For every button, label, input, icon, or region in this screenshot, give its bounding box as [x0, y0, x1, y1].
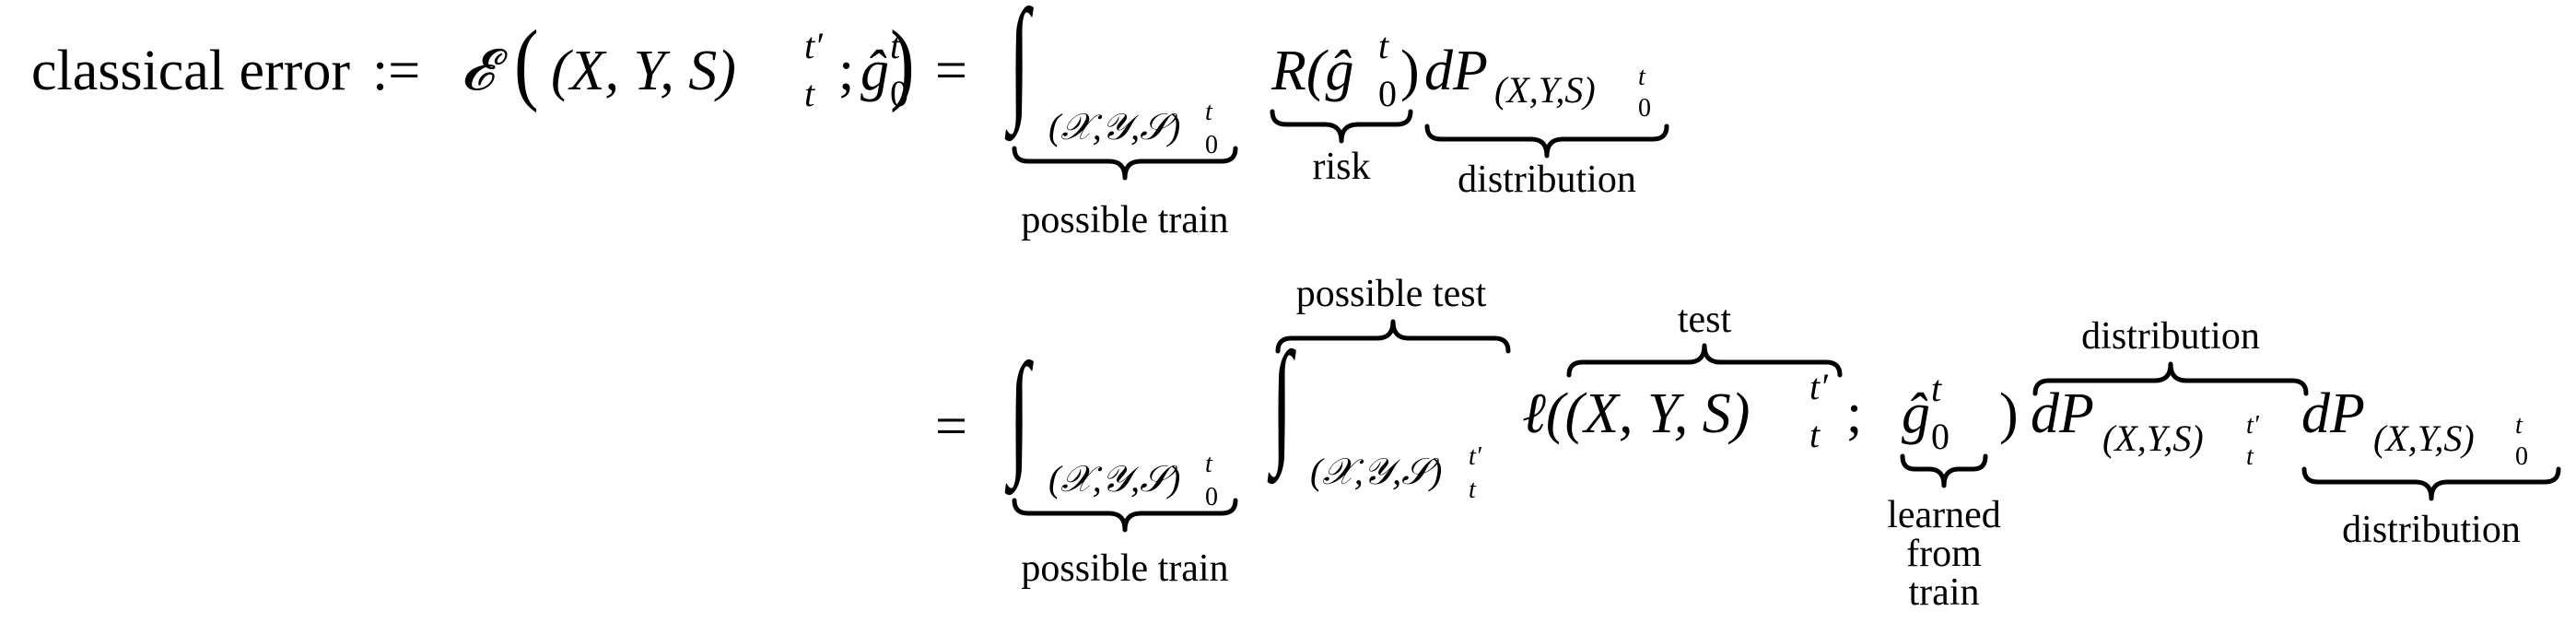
- equals-sign-2: =: [935, 395, 967, 458]
- integral-sign-1: ∫: [1009, 0, 1030, 135]
- label-from: from: [1906, 533, 1982, 575]
- label-possible-train-1: possible train: [1021, 199, 1229, 241]
- tuple-superscript: t′: [804, 25, 823, 66]
- loss-close-paren: ): [1999, 382, 2019, 445]
- error-symbol: 𝓔: [461, 40, 494, 102]
- g-hat-subscript: 0: [890, 73, 908, 114]
- risk-superscript: t: [1378, 25, 1389, 66]
- measure-dp-train-subsub-high: t: [2515, 411, 2523, 440]
- measure-dp-train: dP: [2301, 382, 2365, 445]
- equals-sign-1: =: [935, 40, 967, 102]
- integral-inner-domain-sup: t′: [1469, 442, 1481, 471]
- big-right-paren: ): [890, 11, 915, 113]
- underbrace-learned-from-train: [1900, 453, 1988, 488]
- risk-close-paren: ): [1400, 40, 1420, 102]
- integral-outer-domain-sup: t: [1205, 450, 1212, 478]
- g-hat-2-subscript: 0: [1931, 416, 1950, 457]
- integral-domain-1-sub: 0: [1205, 131, 1218, 159]
- g-hat-superscript: t: [890, 25, 901, 66]
- loss-superscript: t′: [1809, 366, 1828, 407]
- overbrace-distribution: [2032, 361, 2309, 396]
- integral-inner-domain-sub: t: [1469, 476, 1476, 504]
- risk-subscript: 0: [1378, 73, 1397, 114]
- g-hat-2-superscript: t: [1931, 368, 1942, 409]
- label-train: train: [1908, 571, 1980, 614]
- measure-dp-test-subsub-low: t: [2246, 442, 2254, 471]
- measure-dp-1-subsub-low: 0: [1638, 94, 1651, 123]
- integral-domain-1: (𝒳,𝒴,𝒮): [1048, 106, 1181, 147]
- measure-dp-test-sub: (X,Y,S): [2102, 417, 2204, 459]
- label-distribution-over: distribution: [2081, 315, 2260, 358]
- tuple-subscript: t: [804, 73, 815, 114]
- underbrace-distribution-1: [1424, 123, 1669, 159]
- label-test: test: [1677, 299, 1732, 341]
- measure-dp-test-subsub-high: t′: [2246, 411, 2259, 440]
- loss-expression: ℓ((X, Y, S): [1522, 382, 1751, 445]
- label-possible-test: possible test: [1295, 273, 1487, 315]
- underbrace-distribution-2: [2301, 466, 2561, 501]
- measure-dp-1-subsub-high: t: [1638, 63, 1645, 91]
- loss-semicolon: ;: [1846, 382, 1863, 445]
- semicolon: ;: [838, 40, 855, 102]
- measure-dp-test: dP: [2031, 382, 2094, 445]
- integral-domain-1-sup: t: [1205, 98, 1212, 126]
- loss-subscript: t: [1809, 414, 1821, 455]
- measure-dp-1: dP: [1424, 40, 1488, 102]
- big-left-paren: (: [514, 11, 539, 113]
- label-risk: risk: [1312, 146, 1371, 188]
- underbrace-possible-train-2: [1012, 498, 1238, 533]
- integral-outer-domain: (𝒳,𝒴,𝒮): [1048, 458, 1181, 500]
- define-operator: :=: [372, 40, 421, 102]
- overbrace-test: [1566, 343, 1843, 378]
- label-learned: learned: [1887, 494, 2001, 536]
- risk-expression: R(ĝ: [1271, 40, 1354, 102]
- measure-dp-1-sub: (X,Y,S): [1494, 69, 1596, 111]
- classical-error-label: classical error: [31, 40, 350, 102]
- measure-dp-train-sub: (X,Y,S): [2373, 417, 2475, 459]
- g-hat-2: ĝ: [1902, 382, 1930, 445]
- integral-sign-outer: ∫: [1009, 335, 1030, 488]
- underbrace-risk: [1270, 109, 1413, 144]
- label-possible-train-2: possible train: [1021, 547, 1229, 590]
- underbrace-possible-train-1: [1012, 146, 1238, 181]
- overbrace-possible-test: [1275, 319, 1511, 354]
- tuple-xys: (X, Y, S): [551, 40, 736, 102]
- g-hat: ĝ: [861, 40, 889, 102]
- integral-inner-domain: (𝒳,𝒴,𝒮): [1310, 451, 1443, 492]
- label-distribution-1: distribution: [1458, 159, 1636, 201]
- integral-sign-inner: ∫: [1271, 324, 1293, 477]
- integral-outer-domain-sub: 0: [1205, 483, 1218, 511]
- measure-dp-train-subsub-low: 0: [2515, 442, 2528, 471]
- label-distribution-2: distribution: [2342, 509, 2521, 551]
